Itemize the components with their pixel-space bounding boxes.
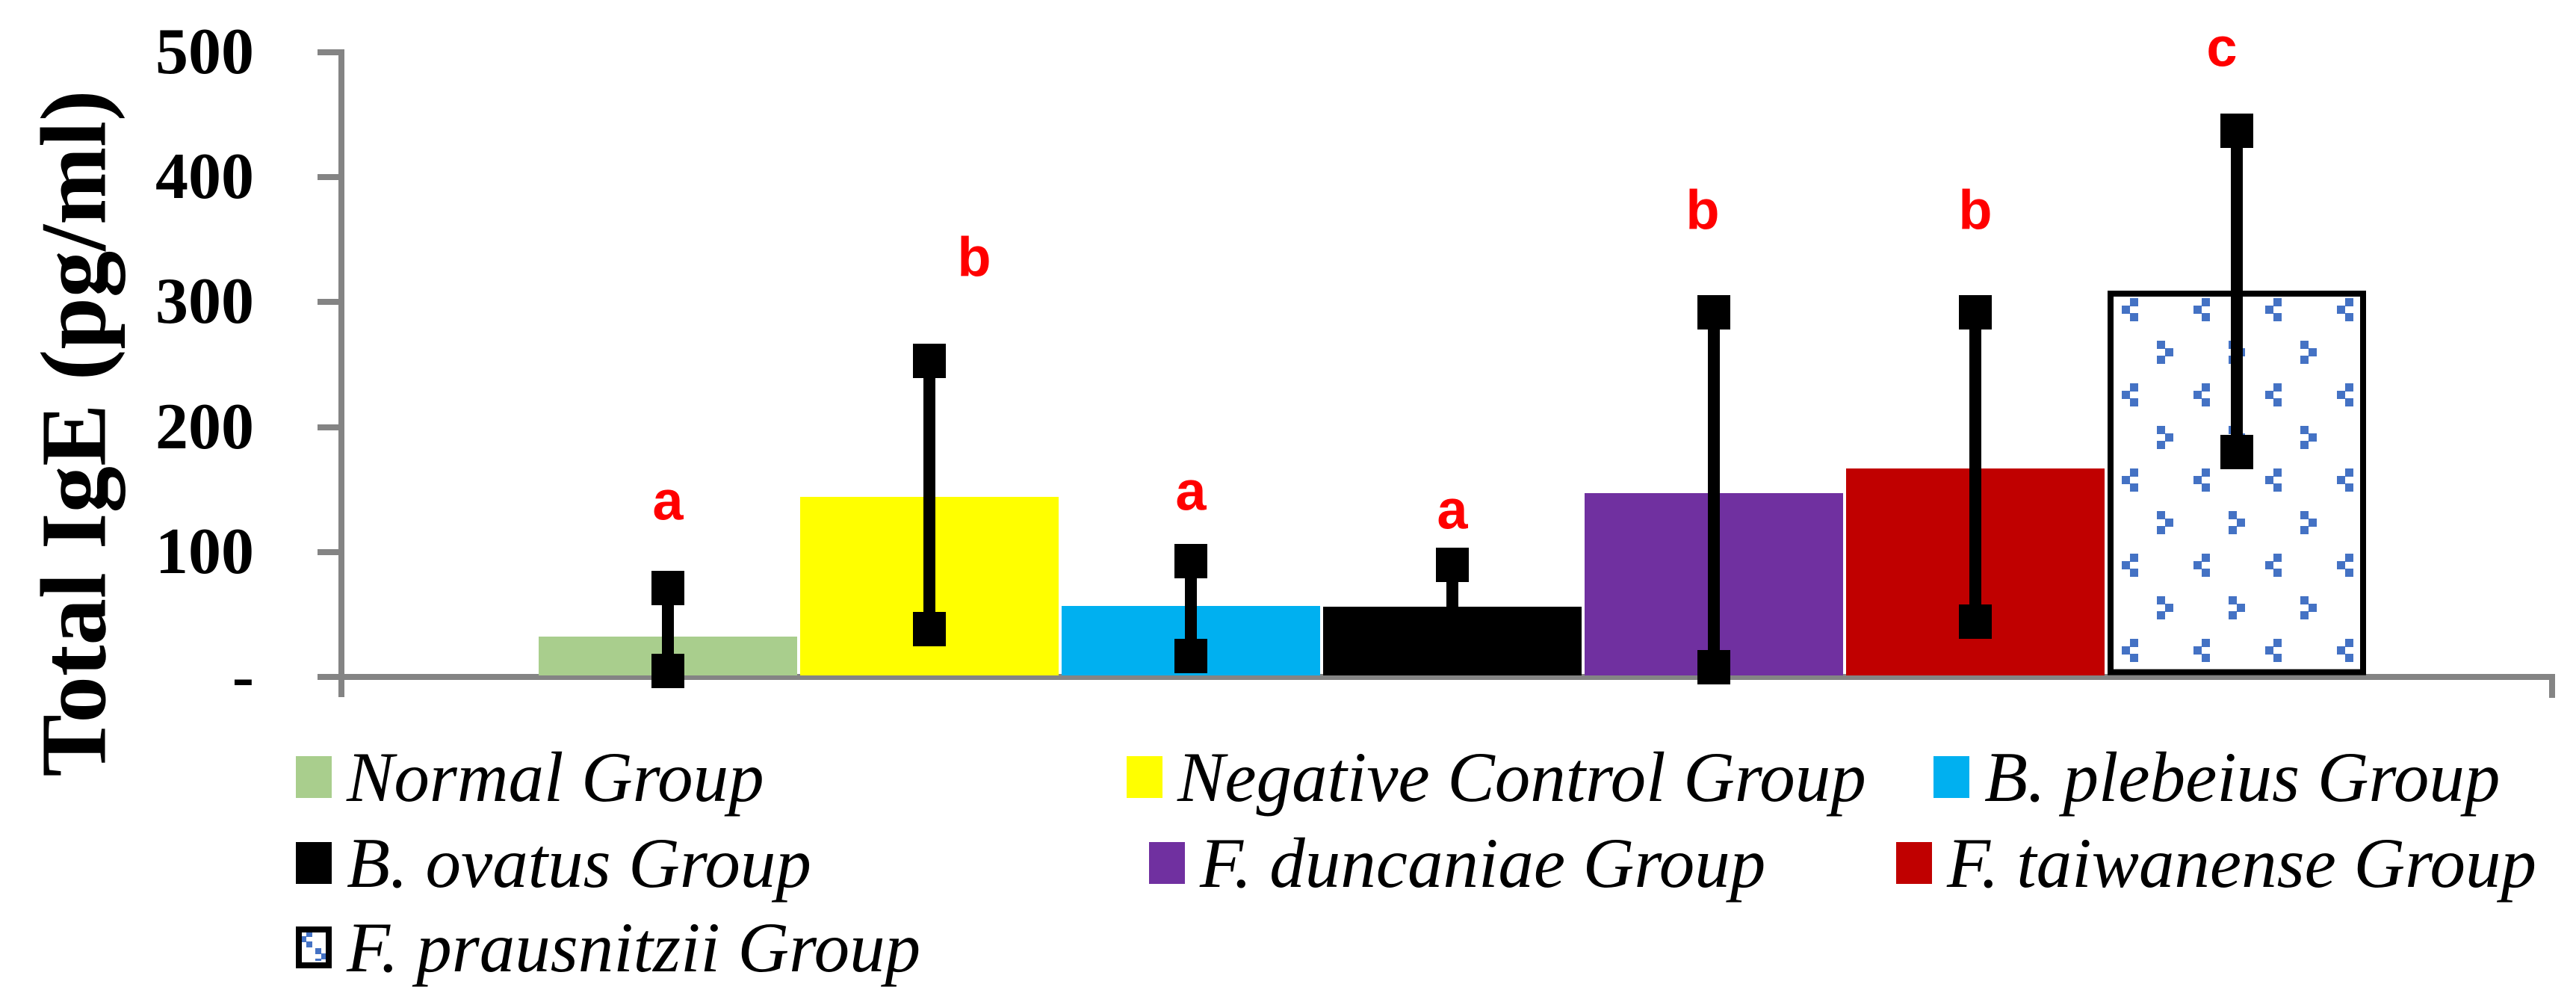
error-bar-cap-top bbox=[1959, 294, 1992, 330]
significance-letter: a bbox=[1437, 478, 1468, 541]
y-tick-label: 400 bbox=[155, 140, 254, 214]
legend-item-f-prausnitzii-group: F. prausnitzii Group bbox=[296, 906, 920, 989]
significance-letter: b bbox=[957, 226, 991, 288]
x-axis-line bbox=[338, 674, 2555, 680]
y-axis-line bbox=[338, 49, 344, 697]
legend-item-f-taiwanense-group: F. taiwanense Group bbox=[1896, 822, 2536, 904]
error-bar-cap-bottom bbox=[1959, 604, 1992, 640]
significance-letter: b bbox=[1958, 179, 1993, 241]
error-bar-cap-bottom bbox=[913, 612, 946, 647]
error-bar-cap-top bbox=[1436, 547, 1469, 582]
error-bar-line bbox=[2231, 131, 2243, 453]
error-bar-cap-top bbox=[2220, 114, 2253, 149]
significance-letter: a bbox=[1175, 460, 1207, 522]
y-tick-mark bbox=[318, 424, 341, 430]
error-bar-line bbox=[1708, 312, 1720, 667]
legend-item-f-duncaniae-group: F. duncaniae Group bbox=[1149, 822, 1765, 904]
x-axis-end-tick bbox=[2549, 677, 2555, 698]
legend-item-b-ovatus-group: B. ovatus Group bbox=[296, 822, 811, 904]
legend-swatch bbox=[1933, 756, 1969, 798]
y-tick-mark bbox=[318, 299, 341, 306]
legend-swatch bbox=[1896, 842, 1932, 884]
legend-label: B. plebeius Group bbox=[1984, 737, 2501, 817]
error-bar-line bbox=[662, 588, 674, 671]
legend-swatch bbox=[1127, 756, 1162, 798]
y-tick-mark bbox=[318, 49, 341, 55]
error-bar-cap-top bbox=[1174, 543, 1207, 578]
legend-swatch bbox=[296, 842, 332, 884]
error-bar-cap-top bbox=[913, 343, 946, 378]
error-bar-cap-top bbox=[1697, 294, 1730, 330]
error-bar-line bbox=[1446, 564, 1458, 652]
legend-label: F. duncaniae Group bbox=[1200, 823, 1766, 903]
legend-label: Normal Group bbox=[347, 737, 764, 817]
error-bar-line bbox=[1185, 560, 1197, 656]
error-bar-cap-bottom bbox=[651, 653, 684, 688]
error-bar-cap-bottom bbox=[1697, 649, 1730, 684]
error-bar-cap-bottom bbox=[2220, 435, 2253, 470]
legend-swatch bbox=[296, 756, 332, 798]
legend-swatch bbox=[296, 926, 332, 968]
legend-item-negative-control-group: Negative Control Group bbox=[1127, 736, 1866, 818]
error-bar-line bbox=[1969, 312, 1981, 622]
significance-letter: a bbox=[652, 469, 684, 532]
legend-label: Negative Control Group bbox=[1177, 737, 1866, 817]
legend-label: B. ovatus Group bbox=[347, 823, 811, 903]
legend-swatch bbox=[1149, 842, 1185, 884]
error-bar-cap-bottom bbox=[1174, 638, 1207, 673]
error-bar-cap-bottom bbox=[1436, 634, 1469, 669]
legend-label: F. taiwanense Group bbox=[1947, 823, 2537, 903]
significance-letter: c bbox=[2206, 16, 2238, 78]
y-tick-label: 100 bbox=[155, 515, 254, 588]
y-tick-label: 200 bbox=[155, 390, 254, 463]
y-tick-mark bbox=[318, 674, 341, 680]
error-bar-line bbox=[923, 360, 935, 630]
y-tick-label: 500 bbox=[155, 16, 254, 88]
error-bar-cap-top bbox=[651, 571, 684, 606]
y-tick-label: 300 bbox=[155, 265, 254, 338]
legend-item-normal-group: Normal Group bbox=[296, 736, 764, 818]
legend-label: F. prausnitzii Group bbox=[347, 908, 921, 987]
y-tick-label: - bbox=[232, 640, 254, 713]
legend-item-b-plebeius-group: B. plebeius Group bbox=[1933, 736, 2500, 818]
y-tick-mark bbox=[318, 174, 341, 181]
y-tick-mark bbox=[318, 548, 341, 555]
significance-letter: b bbox=[1685, 179, 1720, 241]
